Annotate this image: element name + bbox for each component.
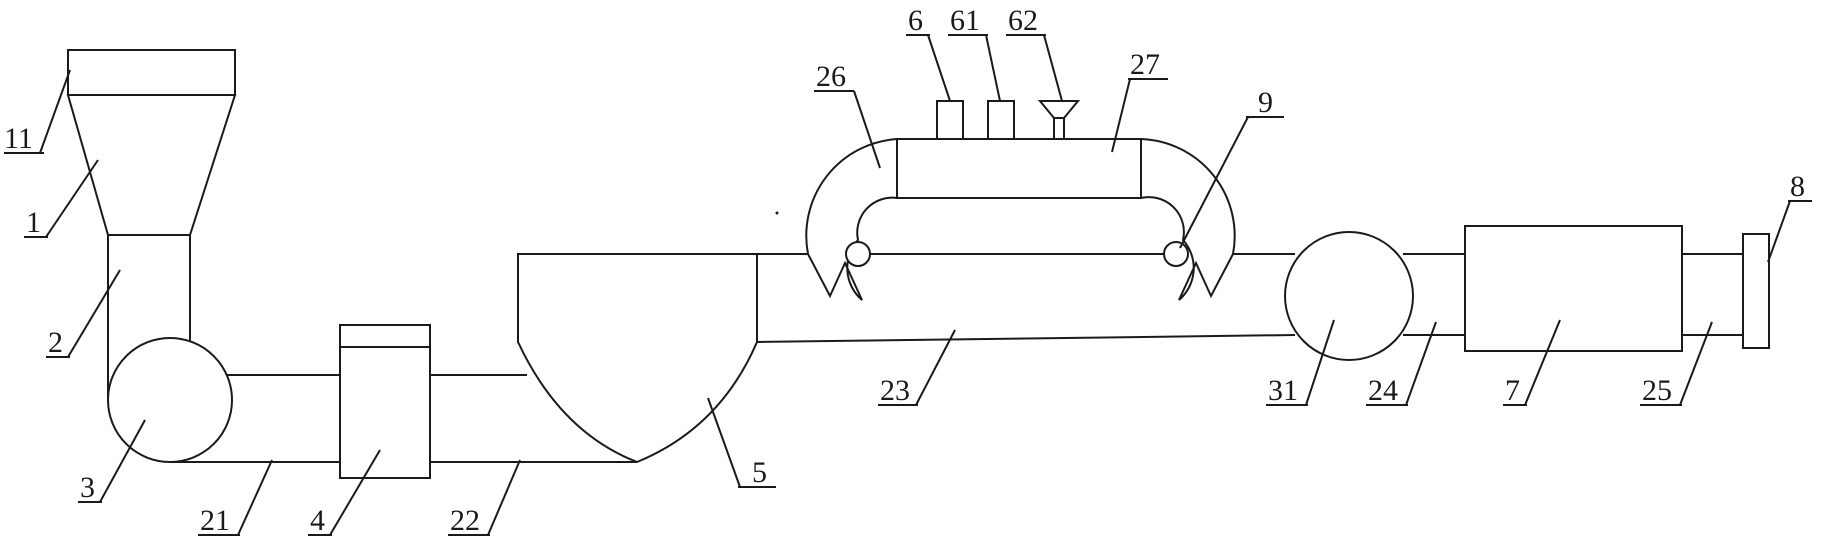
pump-31 xyxy=(1284,231,1414,361)
leader-line xyxy=(1767,200,1791,263)
bypass-27 xyxy=(896,138,1142,199)
leader-line xyxy=(67,269,121,358)
valve-9 xyxy=(1163,241,1189,267)
label-unit-7: 7 xyxy=(1505,374,1520,407)
label-pipe-23: 23 xyxy=(880,374,910,407)
leader-line xyxy=(237,459,273,536)
label-hopper-rim: 11 xyxy=(4,122,33,155)
flange-8 xyxy=(1742,233,1770,349)
label-pipe-22: 22 xyxy=(450,504,480,537)
valve-left xyxy=(845,241,871,267)
hopper-rim xyxy=(67,49,236,96)
label-pump-31: 31 xyxy=(1268,374,1298,407)
port-62-stem xyxy=(1053,117,1065,140)
elbow-right xyxy=(1140,137,1236,301)
label-pump-3: 3 xyxy=(80,471,95,504)
pump-3 xyxy=(107,337,233,463)
leader-line xyxy=(707,397,741,488)
label-elbow-26: 26 xyxy=(816,60,846,93)
port-62-funnel xyxy=(1037,100,1081,119)
leader-line xyxy=(1305,319,1335,406)
label-tank-5: 5 xyxy=(752,456,767,489)
label-feed-pipe: 2 xyxy=(48,326,63,359)
leader-line xyxy=(1679,321,1713,406)
label-unit-4: 4 xyxy=(310,504,325,537)
leader-line xyxy=(1043,34,1063,102)
label-bypass-27: 27 xyxy=(1130,48,1160,81)
label-pipe-25: 25 xyxy=(1642,374,1672,407)
label-pipe-24: 24 xyxy=(1368,374,1398,407)
unit-4 xyxy=(339,324,431,479)
leader-line xyxy=(329,449,381,536)
hopper-funnel xyxy=(66,94,237,236)
pipe-23-bottom xyxy=(756,334,1296,343)
label-flange-8: 8 xyxy=(1790,170,1805,203)
leader-line xyxy=(1111,78,1131,153)
leader-line xyxy=(1405,321,1437,406)
leader-line xyxy=(39,69,71,154)
label-port-61: 61 xyxy=(950,4,980,37)
leader-line xyxy=(1524,319,1561,406)
leader-line xyxy=(1179,116,1249,249)
label-port-6: 6 xyxy=(908,4,923,37)
elbow-26 xyxy=(805,137,898,301)
leader-line xyxy=(45,159,99,238)
label-hopper: 1 xyxy=(26,206,41,239)
port-6 xyxy=(936,100,964,140)
label-port-62: 62 xyxy=(1008,4,1038,37)
stray-dot xyxy=(775,211,779,215)
leader-line xyxy=(985,34,1001,102)
tank-5 xyxy=(517,253,758,464)
leader-line xyxy=(915,329,956,406)
leader-line xyxy=(927,34,951,102)
port-61 xyxy=(987,100,1015,140)
label-valve-9: 9 xyxy=(1258,86,1273,119)
unit-7 xyxy=(1464,225,1683,352)
leader-line xyxy=(99,419,146,503)
leader-line xyxy=(853,90,881,169)
leader-line xyxy=(487,459,521,536)
label-pipe-21: 21 xyxy=(200,504,230,537)
